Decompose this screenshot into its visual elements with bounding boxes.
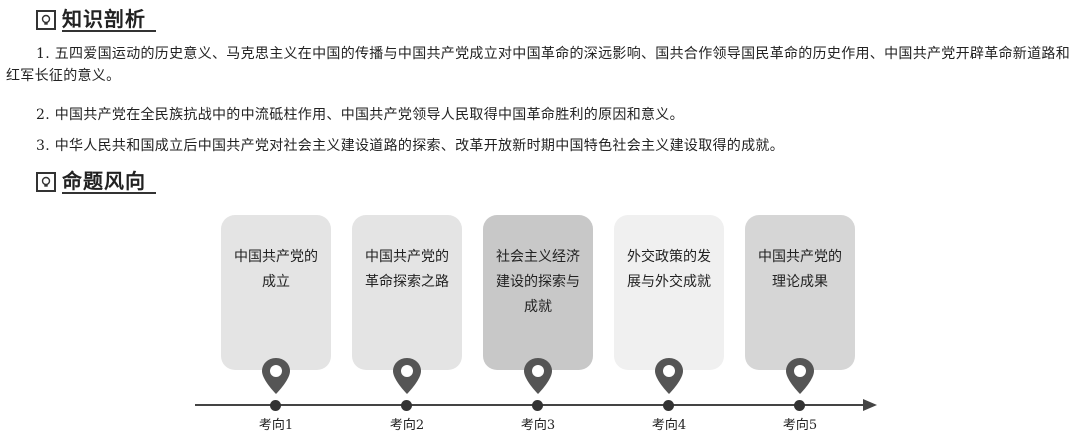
paragraph-3: 3. 中华人民共和国成立后中国共产党对社会主义建设道路的探索、改革开放新时期中国…: [36, 138, 785, 154]
timeline-card-4: 外交政策的发展与外交成就: [614, 215, 724, 370]
card-text: 中国共产党的革命探索之路: [365, 249, 449, 290]
timeline-axis: [195, 399, 877, 411]
axis-label-2: 考向2: [389, 418, 425, 433]
axis-label-5: 考向5: [782, 418, 818, 433]
map-pin-icon: [524, 358, 552, 394]
axis-label-3: 考向3: [520, 418, 556, 433]
section-header-direction: 命题风向: [36, 170, 156, 194]
map-pin-icon: [262, 358, 290, 394]
timeline-dot: [794, 400, 805, 411]
timeline-card-2: 中国共产党的革命探索之路: [352, 215, 462, 370]
arrow-right-icon: [863, 399, 877, 411]
timeline-card-1: 中国共产党的成立: [221, 215, 331, 370]
section-header-knowledge: 知识剖析: [36, 8, 156, 32]
timeline-card-5: 中国共产党的理论成果: [745, 215, 855, 370]
card-text: 中国共产党的成立: [234, 249, 318, 290]
map-pin-icon: [655, 358, 683, 394]
timeline-card-3: 社会主义经济建设的探索与成就: [483, 215, 593, 370]
card-text: 外交政策的发展与外交成就: [627, 249, 711, 290]
axis-label-4: 考向4: [651, 418, 687, 433]
paragraph-2: 2. 中国共产党在全民族抗战中的中流砥柱作用、中国共产党领导人民取得中国革命胜利…: [36, 107, 684, 123]
card-text: 社会主义经济建设的探索与成就: [496, 249, 580, 315]
lightbulb-icon: [36, 172, 56, 192]
section-title: 命题风向: [62, 170, 156, 194]
map-pin-icon: [786, 358, 814, 394]
card-text: 中国共产党的理论成果: [758, 249, 842, 290]
timeline-dot: [270, 400, 281, 411]
section-title: 知识剖析: [62, 8, 156, 32]
paragraph-1: 1. 五四爱国运动的历史意义、马克思主义在中国的传播与中国共产党成立对中国革命的…: [6, 46, 1071, 84]
timeline-dot: [663, 400, 674, 411]
axis-label-1: 考向1: [258, 418, 294, 433]
timeline-dot: [401, 400, 412, 411]
timeline-dot: [532, 400, 543, 411]
map-pin-icon: [393, 358, 421, 394]
lightbulb-icon: [36, 10, 56, 30]
